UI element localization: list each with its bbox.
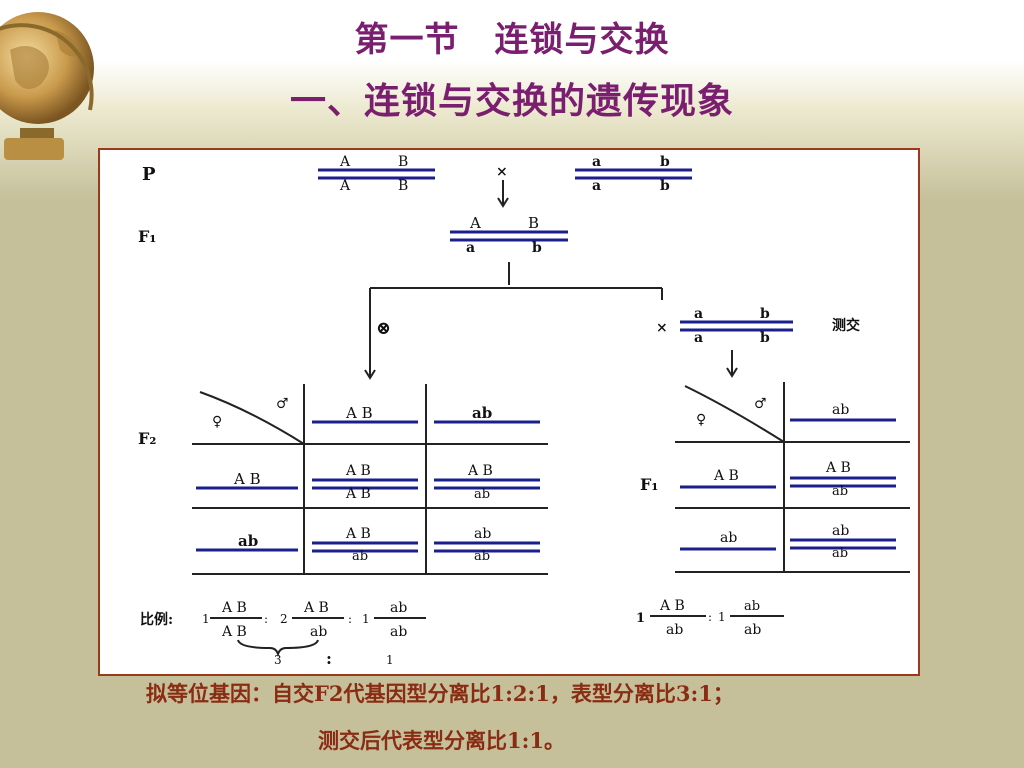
ratio-label: 比例:	[140, 611, 173, 628]
ratio-2-den: ab	[310, 624, 327, 640]
tc-female-symbol: ♀	[696, 412, 706, 428]
slide-subtitle: 一、连锁与交换的遗传现象	[289, 80, 734, 122]
tc-ratio-coef-1: 1	[636, 611, 645, 626]
f2-cell-AB-ab-bottom: ab	[474, 487, 490, 502]
f2-cell-AB-AB-bottom: A B	[345, 486, 371, 502]
p1-allele-B-bottom: B	[398, 178, 408, 194]
self-cross-symbol: ⊗	[376, 318, 391, 339]
p2-allele-b-bottom: b	[660, 178, 670, 194]
conclusion-line-2: 测交后代表型分离比1:1。	[318, 728, 565, 753]
f2-generation-label: F₂	[138, 429, 156, 448]
f2-col-header-ab: ab	[472, 404, 492, 422]
linkage-cross-diagram: P F₁ F₂ F₁ A B A B × a b a b A B a b ⊗ ×…	[138, 154, 910, 668]
f2-cell-ab-ab-top: ab	[474, 526, 491, 542]
ratio-colon-1: :	[264, 612, 268, 626]
f2-cell-ab-AB-bottom: ab	[352, 549, 368, 564]
f2-row-header-AB: A B	[233, 470, 261, 488]
f2-row-header-ab: ab	[238, 532, 258, 550]
tc-allele-b-top: b	[760, 306, 770, 322]
tc-allele-b-bottom: b	[760, 330, 770, 346]
f2-cell-ab-AB-top: A B	[345, 526, 371, 542]
ratio-1-den: A B	[221, 624, 247, 640]
slide-title: 第一节 连锁与交换	[354, 20, 670, 60]
p2-allele-a-top: a	[592, 154, 601, 170]
tc-ratio-colon: :	[708, 610, 712, 624]
testcross-cross-symbol: ×	[656, 320, 668, 336]
tc-ratio-2-num: ab	[744, 599, 760, 614]
ratio-coef-1: 1	[202, 612, 210, 626]
conclusion-line-1: 拟等位基因：自交F2代基因型分离比1:2:1，表型分离比3:1；	[146, 681, 734, 706]
ratio-coef-2: 2	[280, 612, 288, 626]
phenotype-1: 1	[386, 653, 394, 667]
ratio-3-den: ab	[390, 624, 407, 640]
tc-allele-a-top: a	[694, 306, 703, 322]
p1-allele-A-top: A	[339, 154, 351, 170]
tc-male-symbol: ♂	[754, 396, 767, 412]
p1-allele-B-top: B	[398, 154, 408, 170]
globe-decoration-icon	[0, 12, 94, 160]
p-generation-label: P	[142, 164, 156, 185]
tc-ratio-coef-2: 1	[718, 610, 726, 624]
tc-col-header-ab: ab	[832, 402, 849, 418]
phenotype-3: 3	[274, 653, 282, 667]
f2-male-symbol: ♂	[276, 396, 289, 412]
ratio-coef-3: 1	[362, 612, 370, 626]
f1-allele-B: B	[528, 214, 539, 232]
f2-col-header-AB: A B	[345, 404, 373, 422]
ratio-2-num: A B	[303, 600, 329, 616]
tc-ratio-2-den: ab	[744, 622, 761, 638]
ratio-3-num: ab	[390, 600, 407, 616]
f2-cell-ab-ab-bottom: ab	[474, 549, 490, 564]
f2-cell-AB-AB-top: A B	[345, 463, 371, 479]
tc-cell-ab-top: ab	[832, 523, 849, 539]
ratio-1-num: A B	[221, 600, 247, 616]
p2-allele-a-bottom: a	[592, 178, 601, 194]
p2-allele-b-top: b	[660, 154, 670, 170]
genetics-diagram-panel: P F₁ F₂ F₁ A B A B × a b a b A B a b ⊗ ×…	[98, 148, 920, 676]
tc-cell-AB-bottom: ab	[832, 484, 848, 499]
f2-cell-AB-ab-top: A B	[467, 463, 493, 479]
tc-ratio-1-num: A B	[659, 598, 685, 614]
tc-row-header-AB: A B	[713, 468, 739, 484]
tc-allele-a-bottom: a	[694, 330, 703, 346]
f2-female-symbol: ♀	[212, 414, 222, 430]
f1-generation-label: F₁	[138, 227, 156, 246]
phenotype-colon: :	[326, 649, 332, 668]
tc-cell-ab-bottom: ab	[832, 546, 848, 561]
testcross-label: 测交	[832, 317, 860, 334]
p1-allele-A-bottom: A	[339, 178, 351, 194]
tc-row-header-ab: ab	[720, 530, 737, 546]
cross-symbol: ×	[496, 164, 508, 180]
tc-cell-AB-top: A B	[825, 460, 851, 476]
ratio-colon-2: :	[348, 612, 352, 626]
tc-ratio-1-den: ab	[666, 622, 683, 638]
testcross-offspring-label: F₁	[640, 475, 658, 494]
f1-allele-A: A	[469, 214, 481, 232]
f1-allele-a: a	[466, 240, 475, 256]
f1-allele-b: b	[532, 240, 542, 256]
